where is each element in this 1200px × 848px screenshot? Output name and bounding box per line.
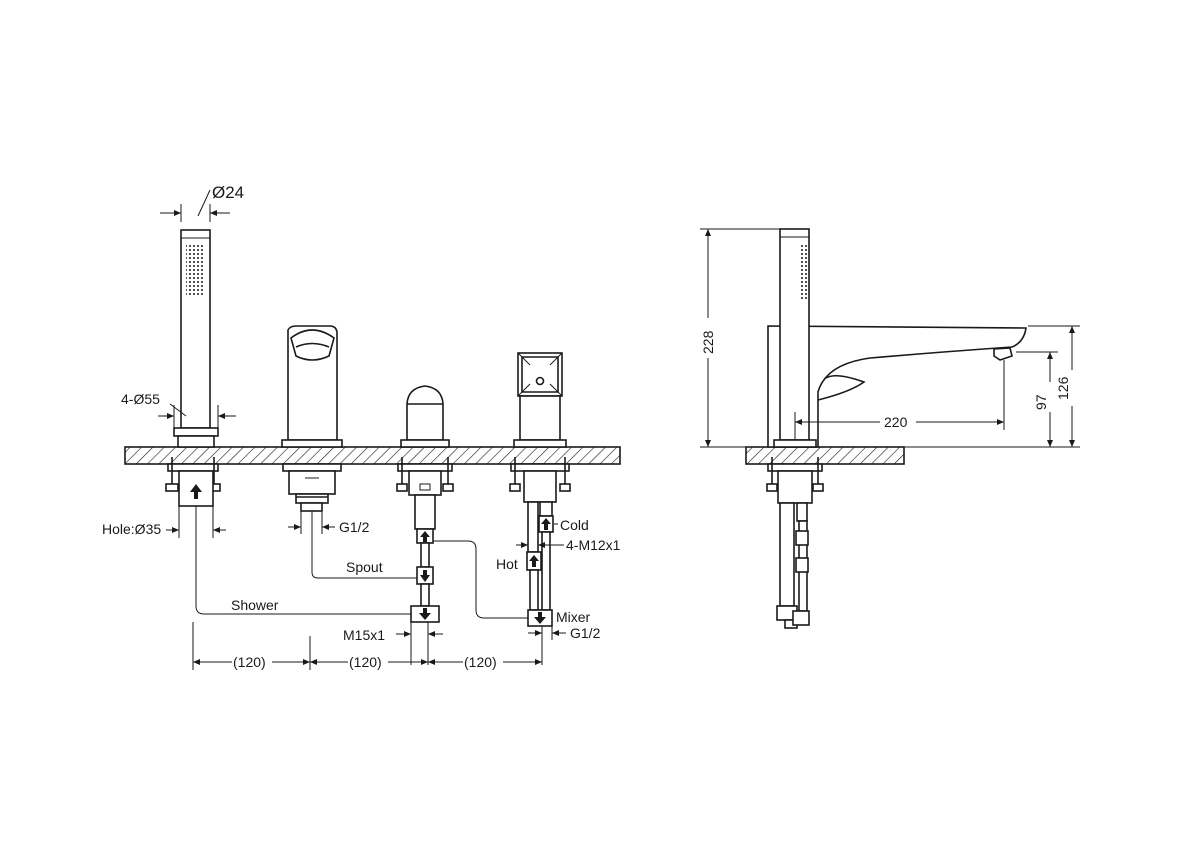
dim-mixer-thread: G1/2 bbox=[528, 625, 601, 665]
label-spout-thread: G1/2 bbox=[339, 519, 370, 535]
arrow-up-icon bbox=[420, 531, 430, 542]
label-hole-diameter: Hole:Ø35 bbox=[102, 521, 161, 537]
dim-bolt-thread: 4-M12x1 bbox=[516, 535, 621, 553]
label-flange-diameter: 4-Ø55 bbox=[121, 391, 160, 407]
side-view: 228 220 97 126 bbox=[700, 228, 1080, 629]
bath-spout bbox=[281, 325, 343, 512]
dim-flange-diameter: 4-Ø55 bbox=[121, 391, 236, 428]
label-spout: Spout bbox=[346, 559, 383, 575]
label-mixer-thread: G1/2 bbox=[570, 625, 601, 641]
dim-height-total: 228 bbox=[700, 228, 780, 448]
label-spacing-3: (120) bbox=[464, 654, 497, 670]
hand-shower bbox=[165, 229, 221, 507]
label-mixer: Mixer bbox=[556, 609, 591, 625]
dim-hose-thread: M15x1 bbox=[343, 622, 443, 665]
label-spout-outlet-height: 97 bbox=[1033, 394, 1049, 410]
label-height-total: 228 bbox=[700, 330, 716, 354]
label-spout-top-height: 126 bbox=[1055, 376, 1071, 400]
dim-spout-thread: G1/2 bbox=[288, 511, 370, 535]
label-hose-thread: M15x1 bbox=[343, 627, 385, 643]
side-spout-body bbox=[767, 325, 1027, 448]
label-hose-diameter: Ø24 bbox=[212, 183, 244, 202]
label-hot: Hot bbox=[496, 556, 518, 572]
label-spacing-1: (120) bbox=[233, 654, 266, 670]
dim-hose-diameter: Ø24 bbox=[160, 183, 244, 222]
front-view: Ø24 4-Ø55 Hole:Ø35 bbox=[102, 183, 621, 670]
arrow-up-icon bbox=[529, 555, 539, 567]
label-spout-reach: 220 bbox=[884, 414, 908, 430]
dim-spout-outlet-height: 97 bbox=[904, 351, 1080, 448]
hose-connections bbox=[195, 506, 528, 619]
label-bolt-thread: 4-M12x1 bbox=[566, 537, 621, 553]
diverter bbox=[396, 385, 454, 623]
dim-hole-diameter: Hole:Ø35 bbox=[102, 506, 226, 538]
arrow-up-icon bbox=[190, 484, 202, 499]
dim-spacing: (120) (120) (120) bbox=[192, 622, 542, 670]
label-cold: Cold bbox=[560, 517, 589, 533]
arrow-down-icon bbox=[534, 612, 546, 624]
arrow-down-icon bbox=[419, 608, 431, 620]
arrow-down-icon bbox=[420, 570, 430, 582]
mixer-handle bbox=[509, 352, 571, 627]
dim-spout-reach: 220 bbox=[794, 360, 1005, 440]
label-shower: Shower bbox=[231, 597, 279, 613]
front-deck bbox=[124, 446, 621, 465]
dim-spout-top-height: 126 bbox=[1028, 325, 1080, 447]
label-spacing-2: (120) bbox=[349, 654, 382, 670]
arrow-up-icon bbox=[541, 518, 551, 530]
